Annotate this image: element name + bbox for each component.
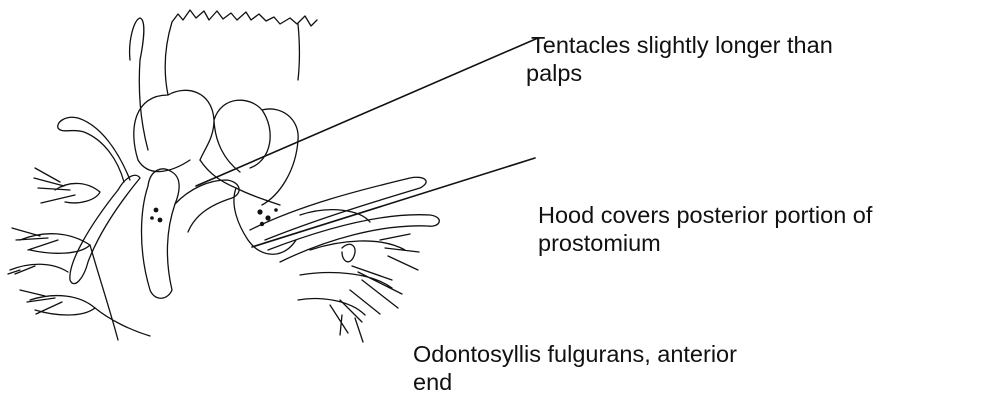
tentacles-annotation: Tentacles slightly longer than palps <box>531 31 833 87</box>
hood-annotation-line2: prostomium <box>538 229 872 257</box>
leader-line-hood <box>252 158 535 247</box>
hood-outline <box>165 10 317 95</box>
tentacles-annotation-line1: Tentacles slightly longer than <box>531 31 833 59</box>
tentacles-annotation-line2: palps <box>526 59 833 87</box>
tentacle-left <box>70 175 140 283</box>
nuchal-region <box>200 160 296 254</box>
palp-left <box>142 169 180 298</box>
figure-caption-line1: Odontosyllis fulgurans, anterior <box>413 340 737 368</box>
tentacle-back <box>130 18 148 150</box>
figure-caption-line2: end <box>413 368 737 394</box>
tentacle-upper-left <box>58 117 130 182</box>
palp-right <box>175 180 239 232</box>
parapodia-left <box>8 168 100 315</box>
leader-line-tentacles <box>196 38 538 186</box>
parapodia-right <box>298 210 419 342</box>
body-outline <box>90 245 150 340</box>
tentacle-long-right <box>268 215 439 262</box>
hood-annotation-line1: Hood covers posterior portion of <box>538 201 872 229</box>
prostomium-lobes <box>134 90 298 205</box>
hood-annotation: Hood covers posterior portion of prostom… <box>538 201 872 257</box>
figure-caption: Odontosyllis fulgurans, anterior end <box>413 340 737 394</box>
